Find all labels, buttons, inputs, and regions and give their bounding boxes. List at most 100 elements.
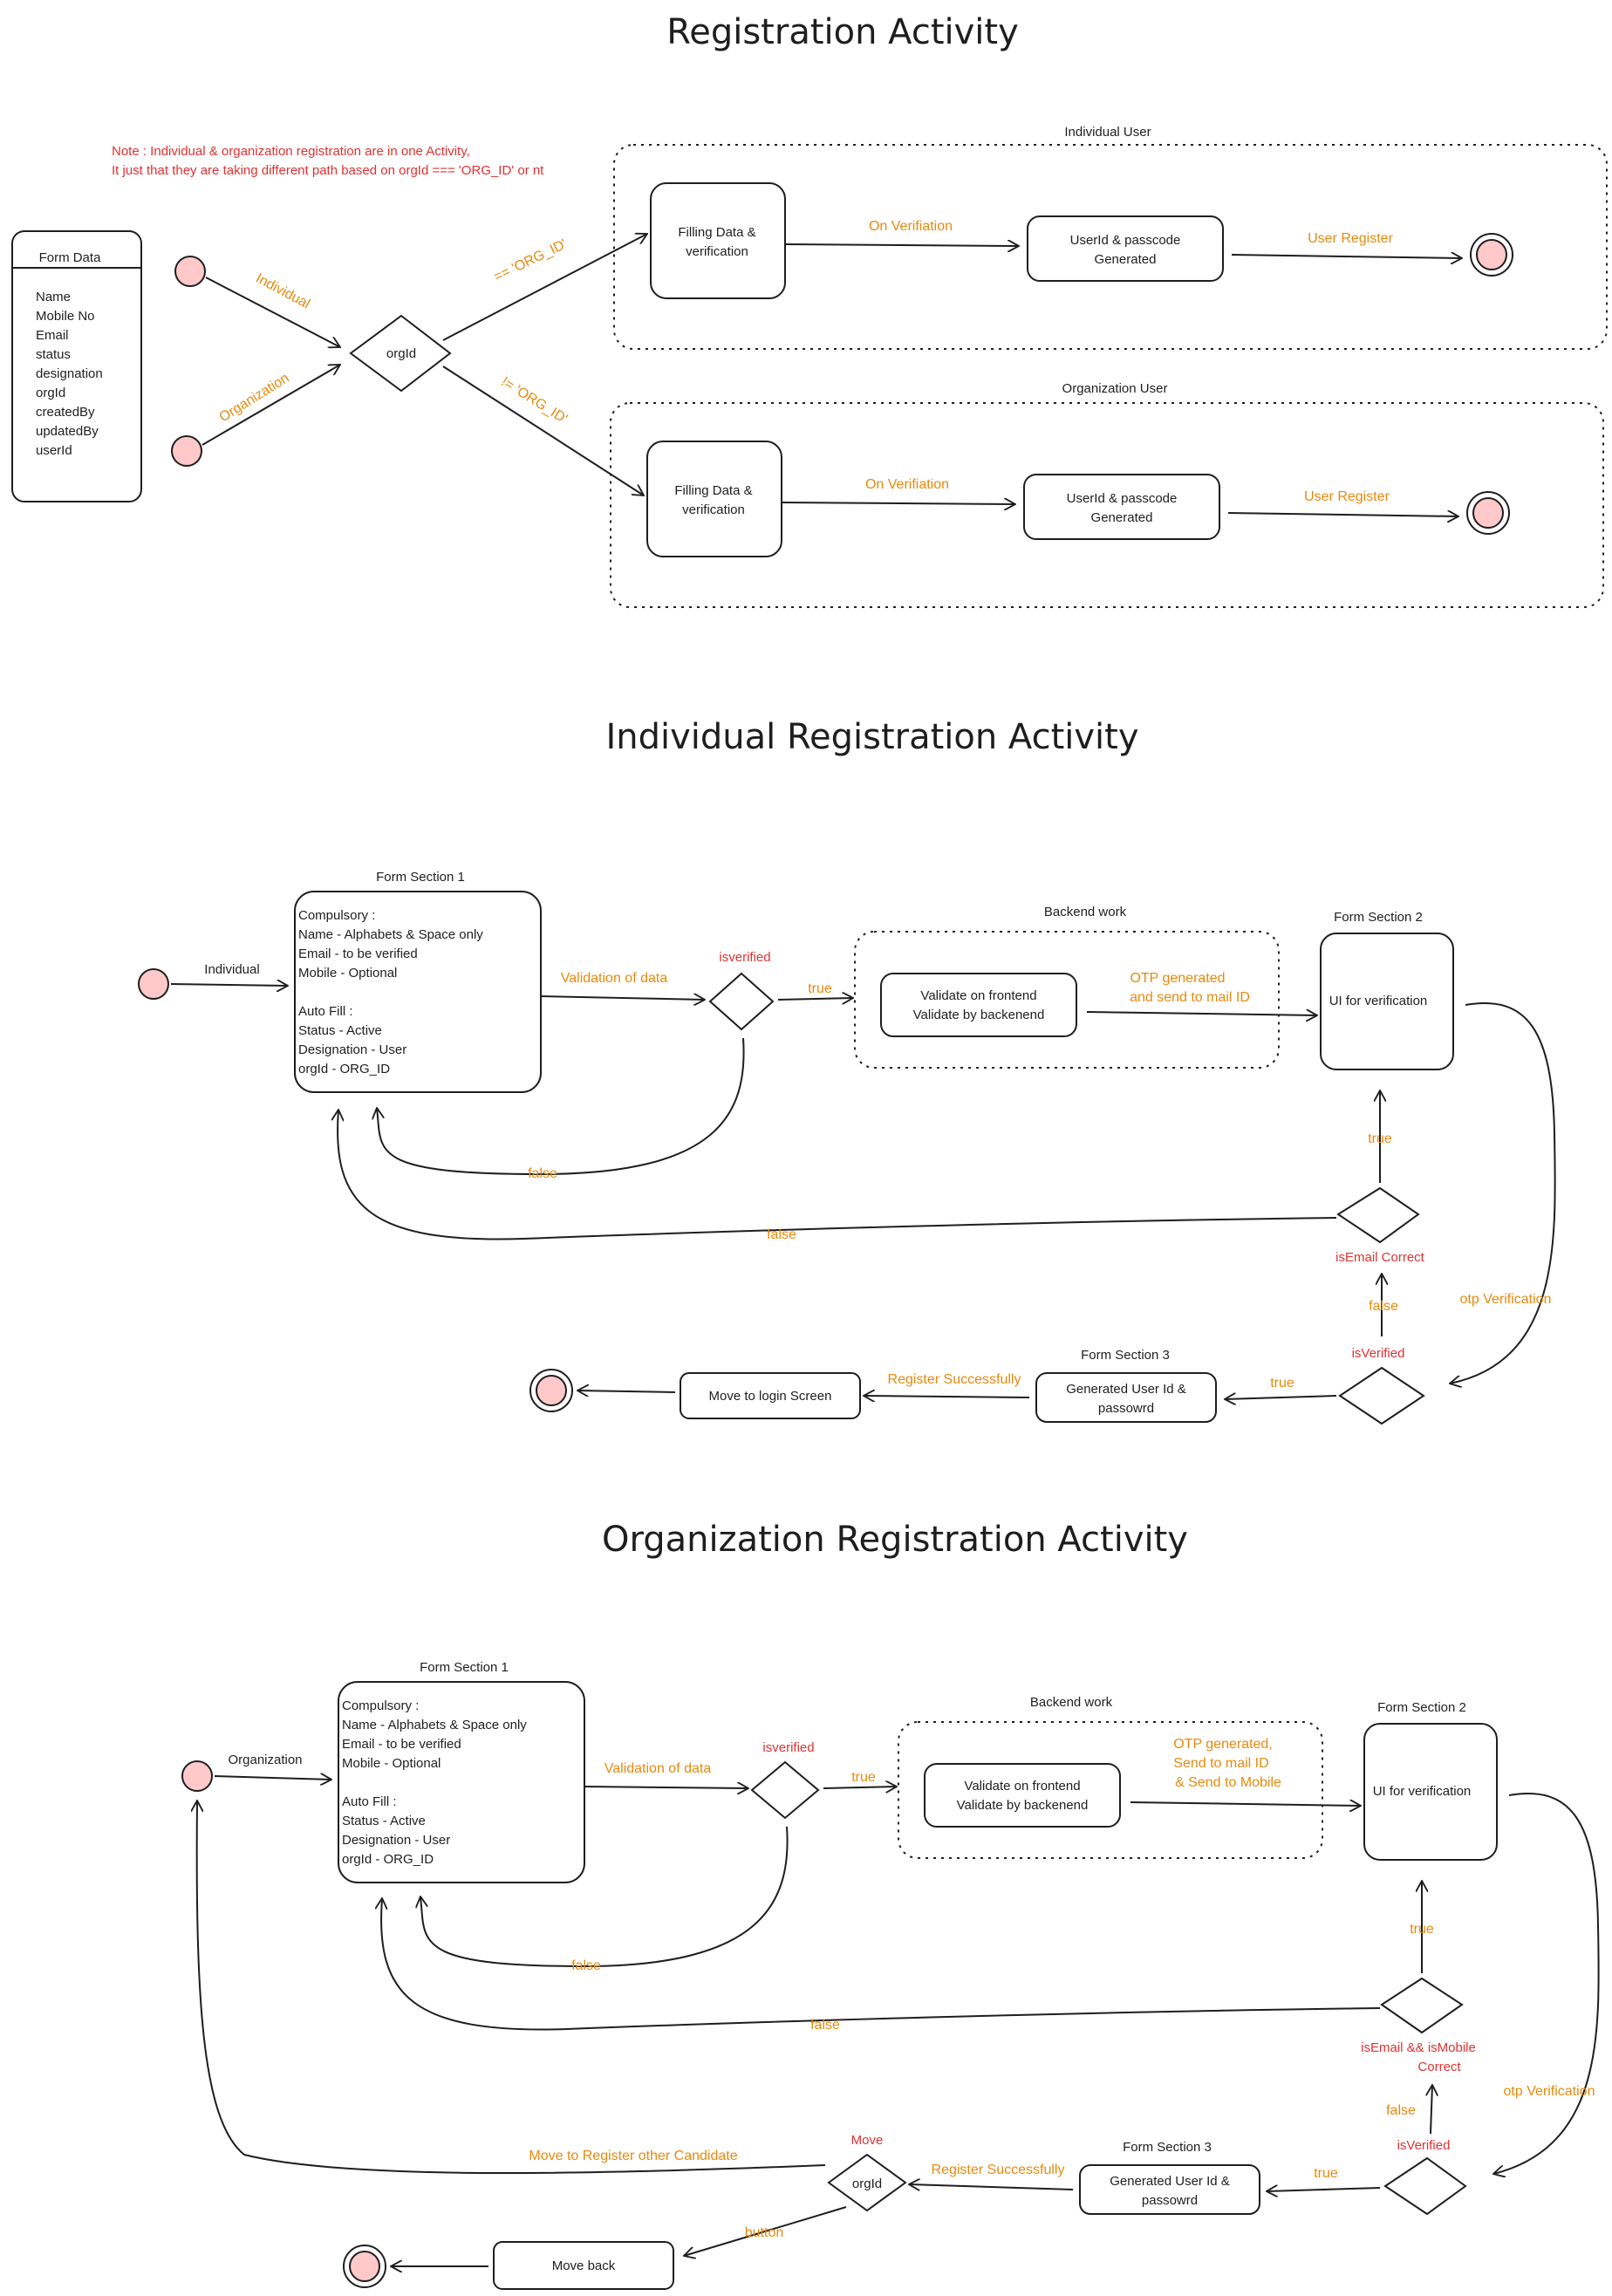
arrow-otp-verification	[1450, 1001, 1556, 1384]
is-email-correct-label: isEmail Correct	[1335, 1250, 1425, 1265]
false-label: false	[810, 2018, 840, 2033]
arrow-false-verified	[1431, 2085, 1432, 2135]
form-line: Designation - User	[342, 1833, 450, 1848]
form-section1-label: Form Section 1	[376, 870, 465, 885]
arrow-false-email	[338, 1110, 1337, 1240]
end-node-organization-registration-inner	[349, 2251, 380, 2282]
is-verified-label: isVerified	[1397, 2138, 1451, 2153]
ui-verification-label: UI for verification	[1373, 1784, 1472, 1799]
move-back-button	[493, 2241, 674, 2290]
true-label: true	[1270, 1376, 1294, 1391]
is-correct-line2: Correct	[1417, 2060, 1461, 2074]
validation-label: Validation of data	[604, 1761, 712, 1776]
arrow-validation	[584, 1787, 748, 1788]
generated-line2: Generated	[1091, 510, 1153, 525]
form-line: Status - Active	[298, 1023, 382, 1038]
arrow-individual-start	[170, 984, 288, 986]
validate-box	[924, 1763, 1121, 1828]
form-line: orgId - ORG_ID	[342, 1852, 434, 1867]
arrow-user-register-organization	[1227, 513, 1458, 516]
form-line: Compulsory :	[298, 908, 375, 923]
arrow-false-isverified	[377, 1037, 745, 1176]
form-section1-label: Form Section 1	[420, 1660, 509, 1675]
arrow-true-backend	[823, 1787, 897, 1788]
arrow-false-email-mobile	[381, 1898, 1381, 2031]
form-data-box: Form Data Name Mobile No Email status de…	[11, 230, 142, 502]
isverified-label: isverified	[762, 1740, 814, 1755]
otp-line2: Send to mail ID	[1173, 1756, 1268, 1771]
label-neq-org-id: != 'ORG_ID'	[499, 374, 570, 427]
false-label: false	[571, 1958, 601, 1973]
form-field: designation	[36, 366, 103, 381]
form-line: Designation - User	[298, 1042, 406, 1057]
filling-data-line2: verification	[686, 244, 748, 259]
form-line: Name - Alphabets & Space only	[298, 927, 483, 942]
form-line: Status - Active	[342, 1814, 426, 1828]
arrow-true-verified	[1225, 1396, 1337, 1399]
validate-line2: Validate by backenend	[957, 1798, 1089, 1813]
end-node-individual-inner	[1476, 239, 1507, 270]
form-section2-label: Form Section 2	[1334, 910, 1423, 925]
organization-user-group-label: Organization User	[1062, 381, 1168, 396]
false-label: false	[1369, 1299, 1398, 1314]
otp-line3: & Send to Mobile	[1175, 1775, 1281, 1790]
generated-line2: Generated	[1095, 252, 1157, 267]
true-label: true	[1368, 1131, 1392, 1146]
form-line: orgId - ORG_ID	[298, 1062, 390, 1076]
form-section1-lines: Compulsory : Name - Alphabets & Space on…	[298, 908, 483, 1076]
end-node-organization	[1466, 491, 1510, 535]
orgid-move-label: orgId	[852, 2176, 882, 2191]
is-correct-line1: isEmail && isMobile	[1361, 2040, 1476, 2055]
form-field: createdBy	[36, 405, 95, 420]
generated-user-id-box	[1079, 2164, 1260, 2215]
register-successfully-label: Register Successfully	[932, 2163, 1065, 2177]
on-verification-label: On Verifiation	[869, 219, 953, 234]
individual-user-group-label: Individual User	[1064, 125, 1151, 140]
start-node-organization	[171, 435, 202, 467]
backend-work-group	[854, 931, 1280, 1069]
form-section1-box	[294, 891, 542, 1093]
isverified-label: isverified	[719, 950, 770, 965]
arrow-user-register-individual	[1231, 255, 1462, 258]
register-successfully-label: Register Successfully	[888, 1372, 1021, 1387]
filling-data-line1: Filling Data &	[678, 225, 755, 240]
end-node-individual	[1470, 233, 1513, 277]
organization-user-group	[610, 402, 1604, 608]
generated-line2: passowrd	[1142, 2193, 1198, 2208]
isverified-decision	[750, 1760, 820, 1820]
generated-box-organization	[1023, 474, 1220, 540]
validate-line1: Validate on frontend	[920, 988, 1036, 1003]
form-line: Auto Fill :	[298, 1004, 353, 1019]
form-field: updatedBy	[36, 424, 99, 439]
form-section3-label: Form Section 3	[1123, 2140, 1212, 2155]
is-verified-label: isVerified	[1352, 1346, 1405, 1361]
form-section3-label: Form Section 3	[1081, 1348, 1170, 1363]
start-node-organization-registration	[181, 1760, 213, 1792]
arrow-individual	[205, 277, 340, 347]
arrow-otp-generated	[1130, 1802, 1361, 1806]
arrow-button	[684, 2206, 847, 2256]
form-field: Name	[36, 290, 71, 304]
arrow-organization-start	[214, 1776, 331, 1780]
generated-user-id-box	[1035, 1372, 1217, 1423]
generated-line1: UserId & passcode	[1067, 491, 1178, 506]
orgid-move-decision	[827, 2153, 907, 2212]
move-to-login-button	[680, 1372, 861, 1419]
start-node-individual	[174, 256, 206, 287]
true-label: true	[808, 981, 832, 996]
user-register-label: User Register	[1308, 231, 1393, 246]
arrow-organization	[202, 365, 340, 446]
form-line: Compulsory :	[342, 1698, 419, 1713]
end-node-organization-registration	[343, 2245, 386, 2288]
filling-data-line2: verification	[682, 502, 745, 517]
validate-line2: Validate by backenend	[913, 1008, 1045, 1022]
validation-label: Validation of data	[561, 971, 668, 986]
form-line: Email - to be verified	[342, 1737, 461, 1752]
form-data-title: Form Data	[39, 250, 102, 265]
label-organization: Organization	[217, 371, 292, 425]
is-verified-decision	[1338, 1366, 1425, 1425]
individual-start-label: Individual	[204, 962, 259, 977]
arrow-true-backend	[777, 998, 853, 1000]
form-field: Mobile No	[36, 309, 95, 324]
